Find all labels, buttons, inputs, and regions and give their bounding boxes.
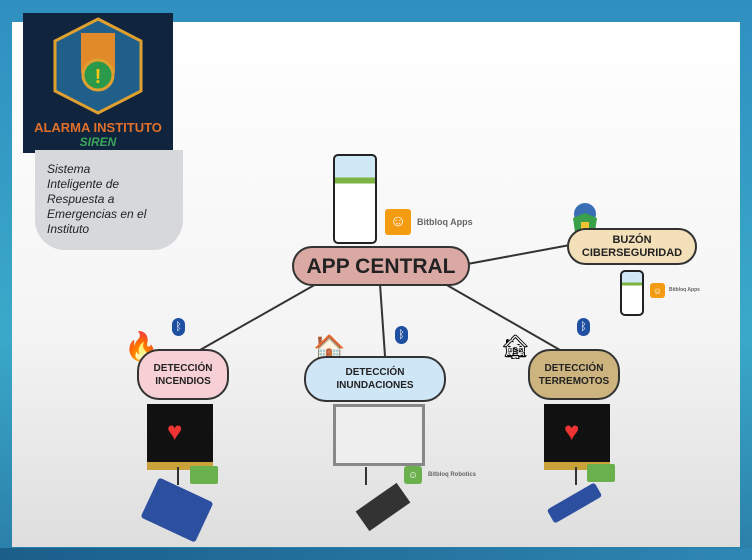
- bitbloq-robotics-icon: ☺: [404, 466, 422, 484]
- bluetooth-icon: ᛒ: [172, 318, 185, 336]
- bluetooth-icon: ᛒ: [577, 318, 590, 336]
- app-central-node[interactable]: APP CENTRAL: [292, 246, 470, 286]
- microbit-board: ♥: [544, 404, 610, 470]
- bitbloq-robotics-label: Bitbloq Robotics: [428, 472, 476, 478]
- bottom-bar: [0, 548, 752, 560]
- line-central-fire: [199, 282, 319, 351]
- description-box: Sistema Inteligente de Respuesta a Emerg…: [35, 150, 183, 250]
- arduino-board: [333, 404, 425, 466]
- phone-app-image-small: [620, 270, 644, 316]
- line-central-quake: [444, 283, 561, 351]
- logo-subtitle: SIREN: [79, 135, 117, 149]
- bitbloq-apps-label: Bitbloq Apps: [417, 217, 473, 227]
- line-central-flood: [379, 283, 386, 357]
- svg-text:!: !: [95, 66, 102, 88]
- connector: [177, 467, 179, 485]
- microbit-board: ♥: [147, 404, 213, 470]
- house-earthquake-icon: 🏚: [500, 334, 531, 361]
- deteccion-terremotos-node[interactable]: DETECCIÓN TERREMOTOS: [528, 349, 620, 400]
- phone-app-image: [333, 154, 377, 244]
- logo: ! ALARMA INSTITUTO SIREN: [23, 13, 173, 153]
- grove-tag: [587, 464, 615, 482]
- description-text: Sistema Inteligente de Respuesta a Emerg…: [47, 162, 147, 236]
- bitbloq-apps-icon-small: ☺: [650, 283, 665, 298]
- connector: [575, 467, 577, 485]
- deteccion-incendios-node[interactable]: DETECCIÓN INCENDIOS: [137, 349, 229, 400]
- tower-shield-icon: !: [53, 17, 143, 115]
- deteccion-inundaciones-node[interactable]: DETECCIÓN INUNDACIONES: [304, 356, 446, 402]
- buzon-ciberseguridad-node[interactable]: BUZÓN CIBERSEGURIDAD: [567, 228, 697, 265]
- connector: [365, 467, 367, 485]
- bitbloq-apps-icon: ☺: [385, 209, 411, 235]
- grove-tag: [190, 466, 218, 484]
- bluetooth-icon: ᛒ: [395, 326, 408, 344]
- logo-title: ALARMA INSTITUTO: [34, 120, 162, 135]
- line-central-cyber: [461, 244, 571, 266]
- bitbloq-apps-label-small: Bitbloq Apps: [669, 287, 700, 293]
